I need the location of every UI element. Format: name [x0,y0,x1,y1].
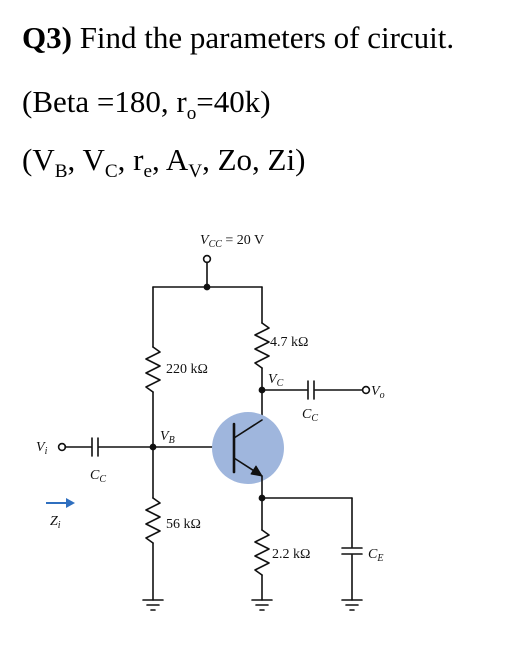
given-beta: (Beta =180, r [22,84,187,119]
resistor-56k-zigzag [145,497,161,544]
zin-label: Zi [50,514,61,531]
param-vb-main: (V [22,142,55,177]
given-ro-sub: o [186,103,197,125]
rc-value-label: 4.7 kΩ [270,335,308,350]
ground-symbol-ce [341,599,363,611]
requested-parameters: (VB, VC, re, AV, Zo, Zi) [22,142,305,183]
transistor-collector-lead [233,419,263,439]
cap-input-label: CC [90,468,106,485]
param-av-sub: V [188,161,203,183]
param-zo-zi: , Zo, Zi) [202,142,306,177]
r1-value-label: 220 kΩ [166,362,208,377]
question-title: Q3) Find the parameters of circuit. [22,20,454,56]
question-text: Find the parameters of circuit. [79,20,455,55]
ground-symbol-re [251,599,273,611]
vb-node-label: VB [160,429,175,446]
transistor-emitter-arrow [250,465,263,477]
param-vb-sub: B [54,161,68,183]
param-vc-sub: C [104,161,118,183]
vcc-label: VCC = 20 V [200,233,264,250]
cap-emitter-label: CE [368,547,383,564]
output-label: Vo [371,384,385,401]
input-label: Vi [36,440,48,457]
output-terminal [361,385,371,395]
resistor-2k2-zigzag [254,529,270,576]
re-value-label: 2.2 kΩ [272,547,310,562]
ground-symbol-r2 [142,599,164,611]
param-vc-main: , V [67,142,105,177]
resistor-4k7-zigzag [254,322,270,369]
given-values: (Beta =180, ro=40k) [22,84,271,125]
zin-arrow-head [66,498,75,508]
resistor-220k-zigzag [145,346,161,393]
param-re-sub: e [143,161,153,183]
vc-node-label: VC [268,372,284,389]
param-av-main: , A [152,142,189,177]
param-re-main: , r [117,142,144,177]
cap-output-label: CC [302,407,318,424]
transistor-highlight [212,412,284,484]
question-number: Q3) [22,20,72,55]
given-ro-value: =40k) [196,84,271,119]
r2-value-label: 56 kΩ [166,517,201,532]
